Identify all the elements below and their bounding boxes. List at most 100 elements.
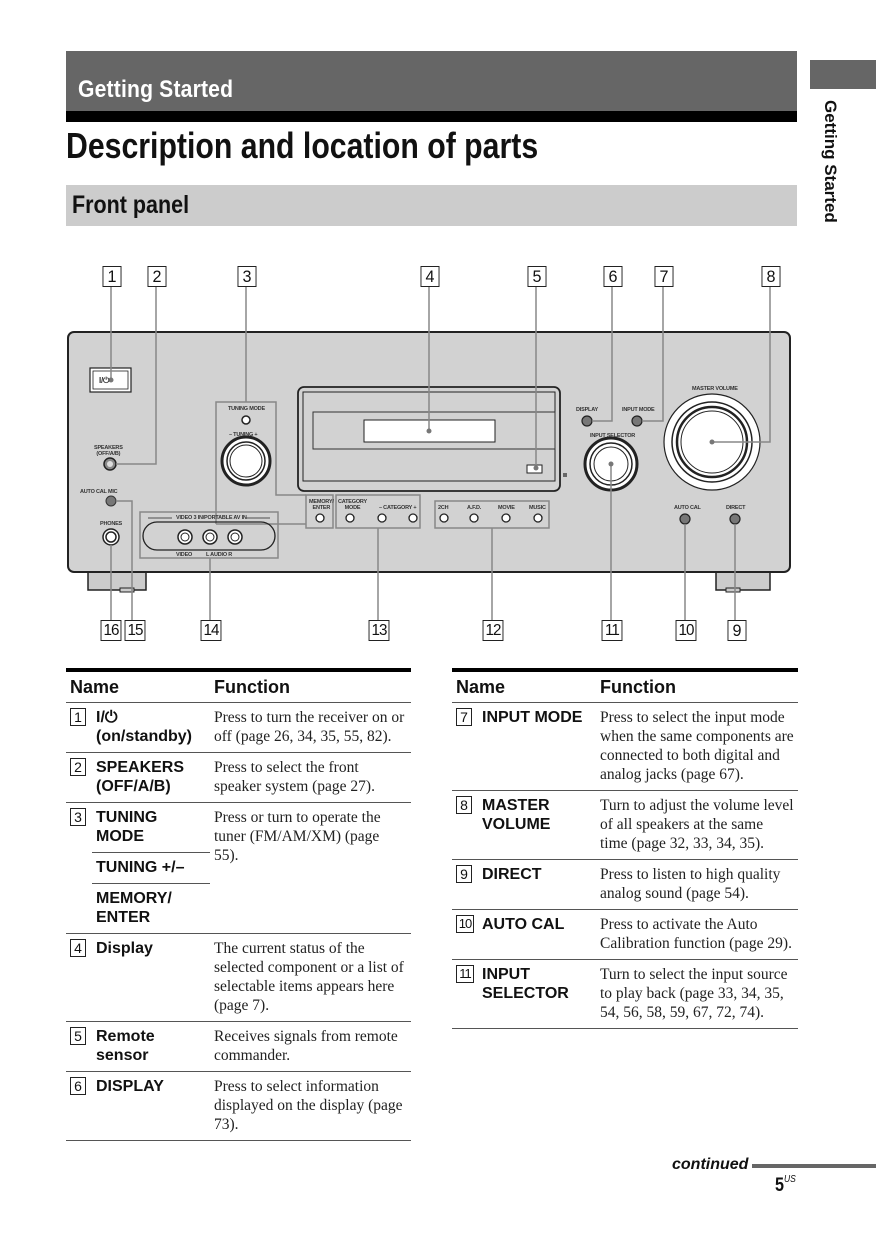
item-name: Display bbox=[92, 933, 210, 1022]
display-window bbox=[297, 386, 561, 492]
item-function: Press to select the input mode when the … bbox=[596, 702, 798, 791]
callout-16: 16 bbox=[100, 620, 122, 641]
category-label: – CATEGORY + bbox=[379, 505, 417, 511]
input-mode-label: INPUT MODE bbox=[622, 407, 655, 413]
name-column-header: Name bbox=[66, 670, 210, 703]
item-number: 6 bbox=[70, 1077, 86, 1095]
video-label: VIDEO bbox=[176, 552, 193, 558]
item-function: Press to activate the Auto Calibration f… bbox=[596, 909, 798, 960]
item-name: AUTO CAL bbox=[478, 909, 596, 960]
function-column-header: Function bbox=[596, 670, 798, 703]
item-number: 1 bbox=[70, 708, 86, 726]
master-volume-label: MASTER VOLUME bbox=[692, 386, 738, 392]
item-name: I/⏻ (on/standby) bbox=[92, 702, 210, 753]
table-row: 5 Remote sensor Receives signals from re… bbox=[66, 1021, 411, 1072]
item-function: Press to select the front speaker system… bbox=[210, 752, 411, 803]
item-number: 5 bbox=[70, 1027, 86, 1045]
table-row: 9 DIRECT Press to listen to high quality… bbox=[452, 859, 798, 910]
video3-in-label: VIDEO 3 IN/PORTABLE AV IN bbox=[176, 515, 247, 521]
subsection-title: Front panel bbox=[72, 191, 190, 219]
input-selector-label: INPUT SELECTOR bbox=[590, 433, 636, 439]
auto-cal-mic-label: AUTO CAL MIC bbox=[80, 489, 118, 495]
item-name: Remote sensor bbox=[92, 1021, 210, 1072]
phones-label: PHONES bbox=[100, 521, 123, 527]
callout-3: 3 bbox=[237, 266, 257, 287]
item-function: Press to select information displayed on… bbox=[210, 1071, 411, 1141]
table-row: 8 MASTER VOLUME Turn to adjust the volum… bbox=[452, 790, 798, 860]
table-header-row: Name Function bbox=[452, 670, 798, 703]
item-function: Turn to adjust the volume level of all s… bbox=[596, 790, 798, 860]
leader-lines bbox=[110, 287, 771, 620]
callout-2: 2 bbox=[147, 266, 167, 287]
page-suffix: US bbox=[783, 1174, 796, 1185]
2ch-label: 2CH bbox=[438, 505, 449, 511]
table-row: 10 AUTO CAL Press to activate the Auto C… bbox=[452, 909, 798, 960]
movie-label: MOVIE bbox=[498, 505, 515, 511]
table-row: 2 SPEAKERS (OFF/A/B) Press to select the… bbox=[66, 752, 411, 803]
tuning-mode-label: TUNING MODE bbox=[228, 406, 265, 412]
category-mode-label: CATEGORY MODE bbox=[338, 499, 367, 511]
table-row: 7 INPUT MODE Press to select the input m… bbox=[452, 702, 798, 791]
direct-label: DIRECT bbox=[726, 505, 746, 511]
item-name: INPUT MODE bbox=[478, 702, 596, 791]
section-header-bar: Getting Started bbox=[66, 51, 797, 111]
continued-label: continued bbox=[672, 1156, 749, 1173]
item-name: INPUT SELECTOR bbox=[478, 959, 596, 1029]
item-subname: TUNING +/– bbox=[92, 852, 210, 884]
item-subname: MEMORY/ ENTER bbox=[92, 883, 210, 934]
table-row: 4 Display The current status of the sele… bbox=[66, 933, 411, 1022]
callout-15: 15 bbox=[124, 620, 146, 641]
right-foot bbox=[715, 569, 771, 591]
table-row: 11 INPUT SELECTOR Turn to select the inp… bbox=[452, 959, 798, 1029]
item-number: 2 bbox=[70, 758, 86, 776]
music-label: MUSIC bbox=[529, 505, 546, 511]
table-row: 6 DISPLAY Press to select information di… bbox=[66, 1071, 411, 1141]
callout-9: 9 bbox=[727, 620, 747, 641]
table-row: 3 TUNING MODE Press or turn to operate t… bbox=[66, 802, 411, 934]
callout-1: 1 bbox=[102, 266, 122, 287]
side-tab-label: Getting Started bbox=[821, 100, 840, 223]
name-column-header: Name bbox=[452, 670, 596, 703]
callout-5: 5 bbox=[527, 266, 547, 287]
callout-14: 14 bbox=[200, 620, 222, 641]
item-name: MASTER VOLUME bbox=[478, 790, 596, 860]
item-name: TUNING MODE bbox=[92, 802, 210, 853]
memory-enter-label: MEMORY/ ENTER bbox=[309, 499, 334, 511]
continued-rule bbox=[752, 1164, 876, 1168]
callout-11: 11 bbox=[601, 620, 623, 641]
afd-label: A.F.D. bbox=[467, 505, 482, 511]
item-function: Turn to select the input source to play … bbox=[596, 959, 798, 1029]
section-title: Getting Started bbox=[78, 76, 234, 103]
item-name: SPEAKERS (OFF/A/B) bbox=[92, 752, 210, 803]
callout-13: 13 bbox=[368, 620, 390, 641]
item-number: 7 bbox=[456, 708, 472, 726]
audio-label: L AUDIO R bbox=[206, 552, 233, 558]
callout-7: 7 bbox=[654, 266, 674, 287]
callout-4: 4 bbox=[420, 266, 440, 287]
item-name: DIRECT bbox=[478, 859, 596, 910]
display-button-label: DISPLAY bbox=[576, 407, 598, 413]
power-button-shape bbox=[89, 367, 132, 393]
item-number: 10 bbox=[456, 915, 474, 933]
page-title: Description and location of parts bbox=[66, 125, 539, 166]
item-number: 3 bbox=[70, 808, 86, 826]
item-number: 4 bbox=[70, 939, 86, 957]
parts-table-left: Name Function 1 I/⏻ (on/standby) Press t… bbox=[66, 668, 411, 1141]
item-function: Press or turn to operate the tuner (FM/A… bbox=[210, 802, 411, 934]
section-divider bbox=[66, 111, 797, 122]
subsection-bar: Front panel bbox=[66, 185, 797, 226]
page-number: 5US bbox=[775, 1174, 796, 1196]
auto-cal-label: AUTO CAL bbox=[674, 505, 701, 511]
item-number: 8 bbox=[456, 796, 472, 814]
parts-table-right: Name Function 7 INPUT MODE Press to sele… bbox=[452, 668, 798, 1029]
speakers-label: SPEAKERS (OFF/A/B) bbox=[94, 445, 123, 457]
item-function: The current status of the selected compo… bbox=[210, 933, 411, 1022]
side-tab-marker bbox=[810, 60, 876, 89]
item-function: Receives signals from remote commander. bbox=[210, 1021, 411, 1072]
item-number: 9 bbox=[456, 865, 472, 883]
left-foot bbox=[87, 569, 147, 591]
function-column-header: Function bbox=[210, 670, 411, 703]
item-function: Press to turn the receiver on or off (pa… bbox=[210, 702, 411, 753]
power-button-label: I/⏻ bbox=[99, 376, 110, 385]
item-function: Press to listen to high quality analog s… bbox=[596, 859, 798, 910]
